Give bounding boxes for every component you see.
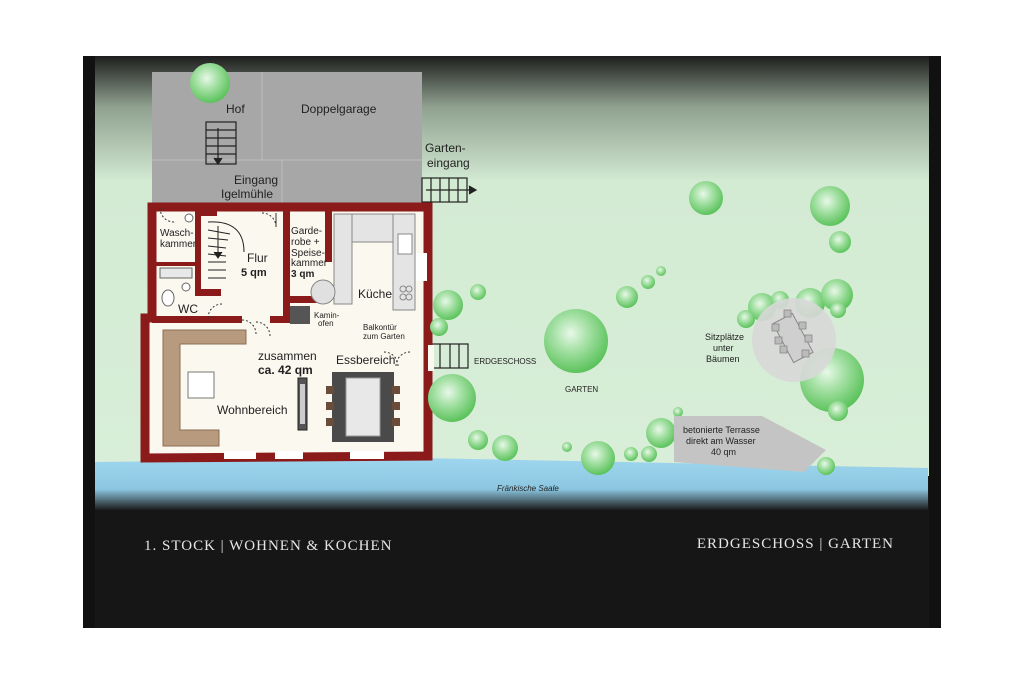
label-flur-size: 5 qm <box>241 267 267 279</box>
label-terrasse-3: 40 qm <box>711 447 736 457</box>
label-eingang: Eingang <box>234 173 278 187</box>
label-garde-size: 3 qm <box>291 269 314 280</box>
label-garteneingang-2: eingang <box>427 156 470 170</box>
courtyard-stairs <box>205 121 237 166</box>
tree <box>470 284 486 300</box>
tree <box>737 310 755 328</box>
label-kamin-2: ofen <box>318 319 334 328</box>
label-garde-1: Garde- <box>291 226 322 237</box>
tree <box>821 279 853 311</box>
tree <box>492 435 518 461</box>
label-garten: GARTEN <box>565 385 598 394</box>
kitchen-counters <box>333 213 416 311</box>
label-wc: WC <box>178 302 198 316</box>
labels: Hof Doppelgarage Garten- eingang Eingang… <box>160 102 760 493</box>
label-kueche: Küche <box>358 287 392 301</box>
kitchen-round-table <box>310 279 336 305</box>
tree <box>829 231 851 253</box>
label-wasch-1: Wasch- <box>160 228 194 239</box>
tree <box>673 407 683 417</box>
tree <box>581 441 615 475</box>
label-essbereich: Essbereich <box>336 353 395 367</box>
label-fluss: Fränkische Saale <box>497 484 559 493</box>
river <box>95 458 928 510</box>
tree <box>689 181 723 215</box>
label-zusammen-size: ca. 42 qm <box>258 363 313 377</box>
label-terrasse-1: betonierte Terrasse <box>683 425 760 435</box>
label-garde-2: robe + <box>291 237 320 248</box>
tree <box>190 63 230 103</box>
label-sitz-2: unter <box>713 343 734 353</box>
label-sitz-3: Bäumen <box>706 354 740 364</box>
caption-right: ERDGESCHOSS | GARTEN <box>697 536 894 552</box>
tree <box>428 374 476 422</box>
label-garde-3: Speise- <box>291 248 325 259</box>
label-flur: Flur <box>247 251 268 265</box>
label-terrasse-2: direkt am Wasser <box>686 436 756 446</box>
tree <box>624 447 638 461</box>
dining-table <box>326 372 400 442</box>
tree <box>641 275 655 289</box>
label-wohnbereich: Wohnbereich <box>217 403 288 417</box>
label-garteneingang-1: Garten- <box>425 141 466 155</box>
courtyard-area <box>152 72 422 212</box>
label-balkon-2: zum Garten <box>363 332 405 341</box>
label-wasch-2: kammer <box>160 239 197 250</box>
label-balkon-1: Balkontür <box>363 323 397 332</box>
tree <box>828 401 848 421</box>
label-sitz-1: Sitzplätze <box>705 332 744 342</box>
coffee-table <box>187 371 215 399</box>
seating-area <box>752 298 836 382</box>
caption-left: 1. STOCK | WOHNEN & KOCHEN <box>144 538 392 554</box>
tree <box>641 446 657 462</box>
hall-stairs <box>207 221 245 279</box>
sofa <box>162 329 247 447</box>
label-hof: Hof <box>226 102 245 116</box>
tree <box>468 430 488 450</box>
garden-entrance-stairs <box>421 177 478 203</box>
label-garde-4: kammer <box>291 258 328 269</box>
tree <box>430 318 448 336</box>
label-doppelgarage: Doppelgarage <box>301 102 377 116</box>
tree <box>562 442 572 452</box>
tree <box>646 418 676 448</box>
tree <box>830 302 846 318</box>
label-igelmuehle: Igelmühle <box>221 187 273 201</box>
tree <box>656 266 666 276</box>
wc-fixtures <box>159 213 194 307</box>
concrete-terrace <box>674 416 826 472</box>
tree <box>817 457 835 475</box>
fireplace <box>290 306 310 324</box>
label-erdgeschoss: ERDGESCHOSS <box>474 357 536 366</box>
label-zusammen: zusammen <box>258 349 317 363</box>
trees <box>190 63 864 475</box>
tree <box>616 286 638 308</box>
label-kamin-1: Kamin- <box>314 311 340 320</box>
tree <box>544 309 608 373</box>
door-swings <box>159 207 411 367</box>
tree <box>433 290 463 320</box>
tree <box>810 186 850 226</box>
